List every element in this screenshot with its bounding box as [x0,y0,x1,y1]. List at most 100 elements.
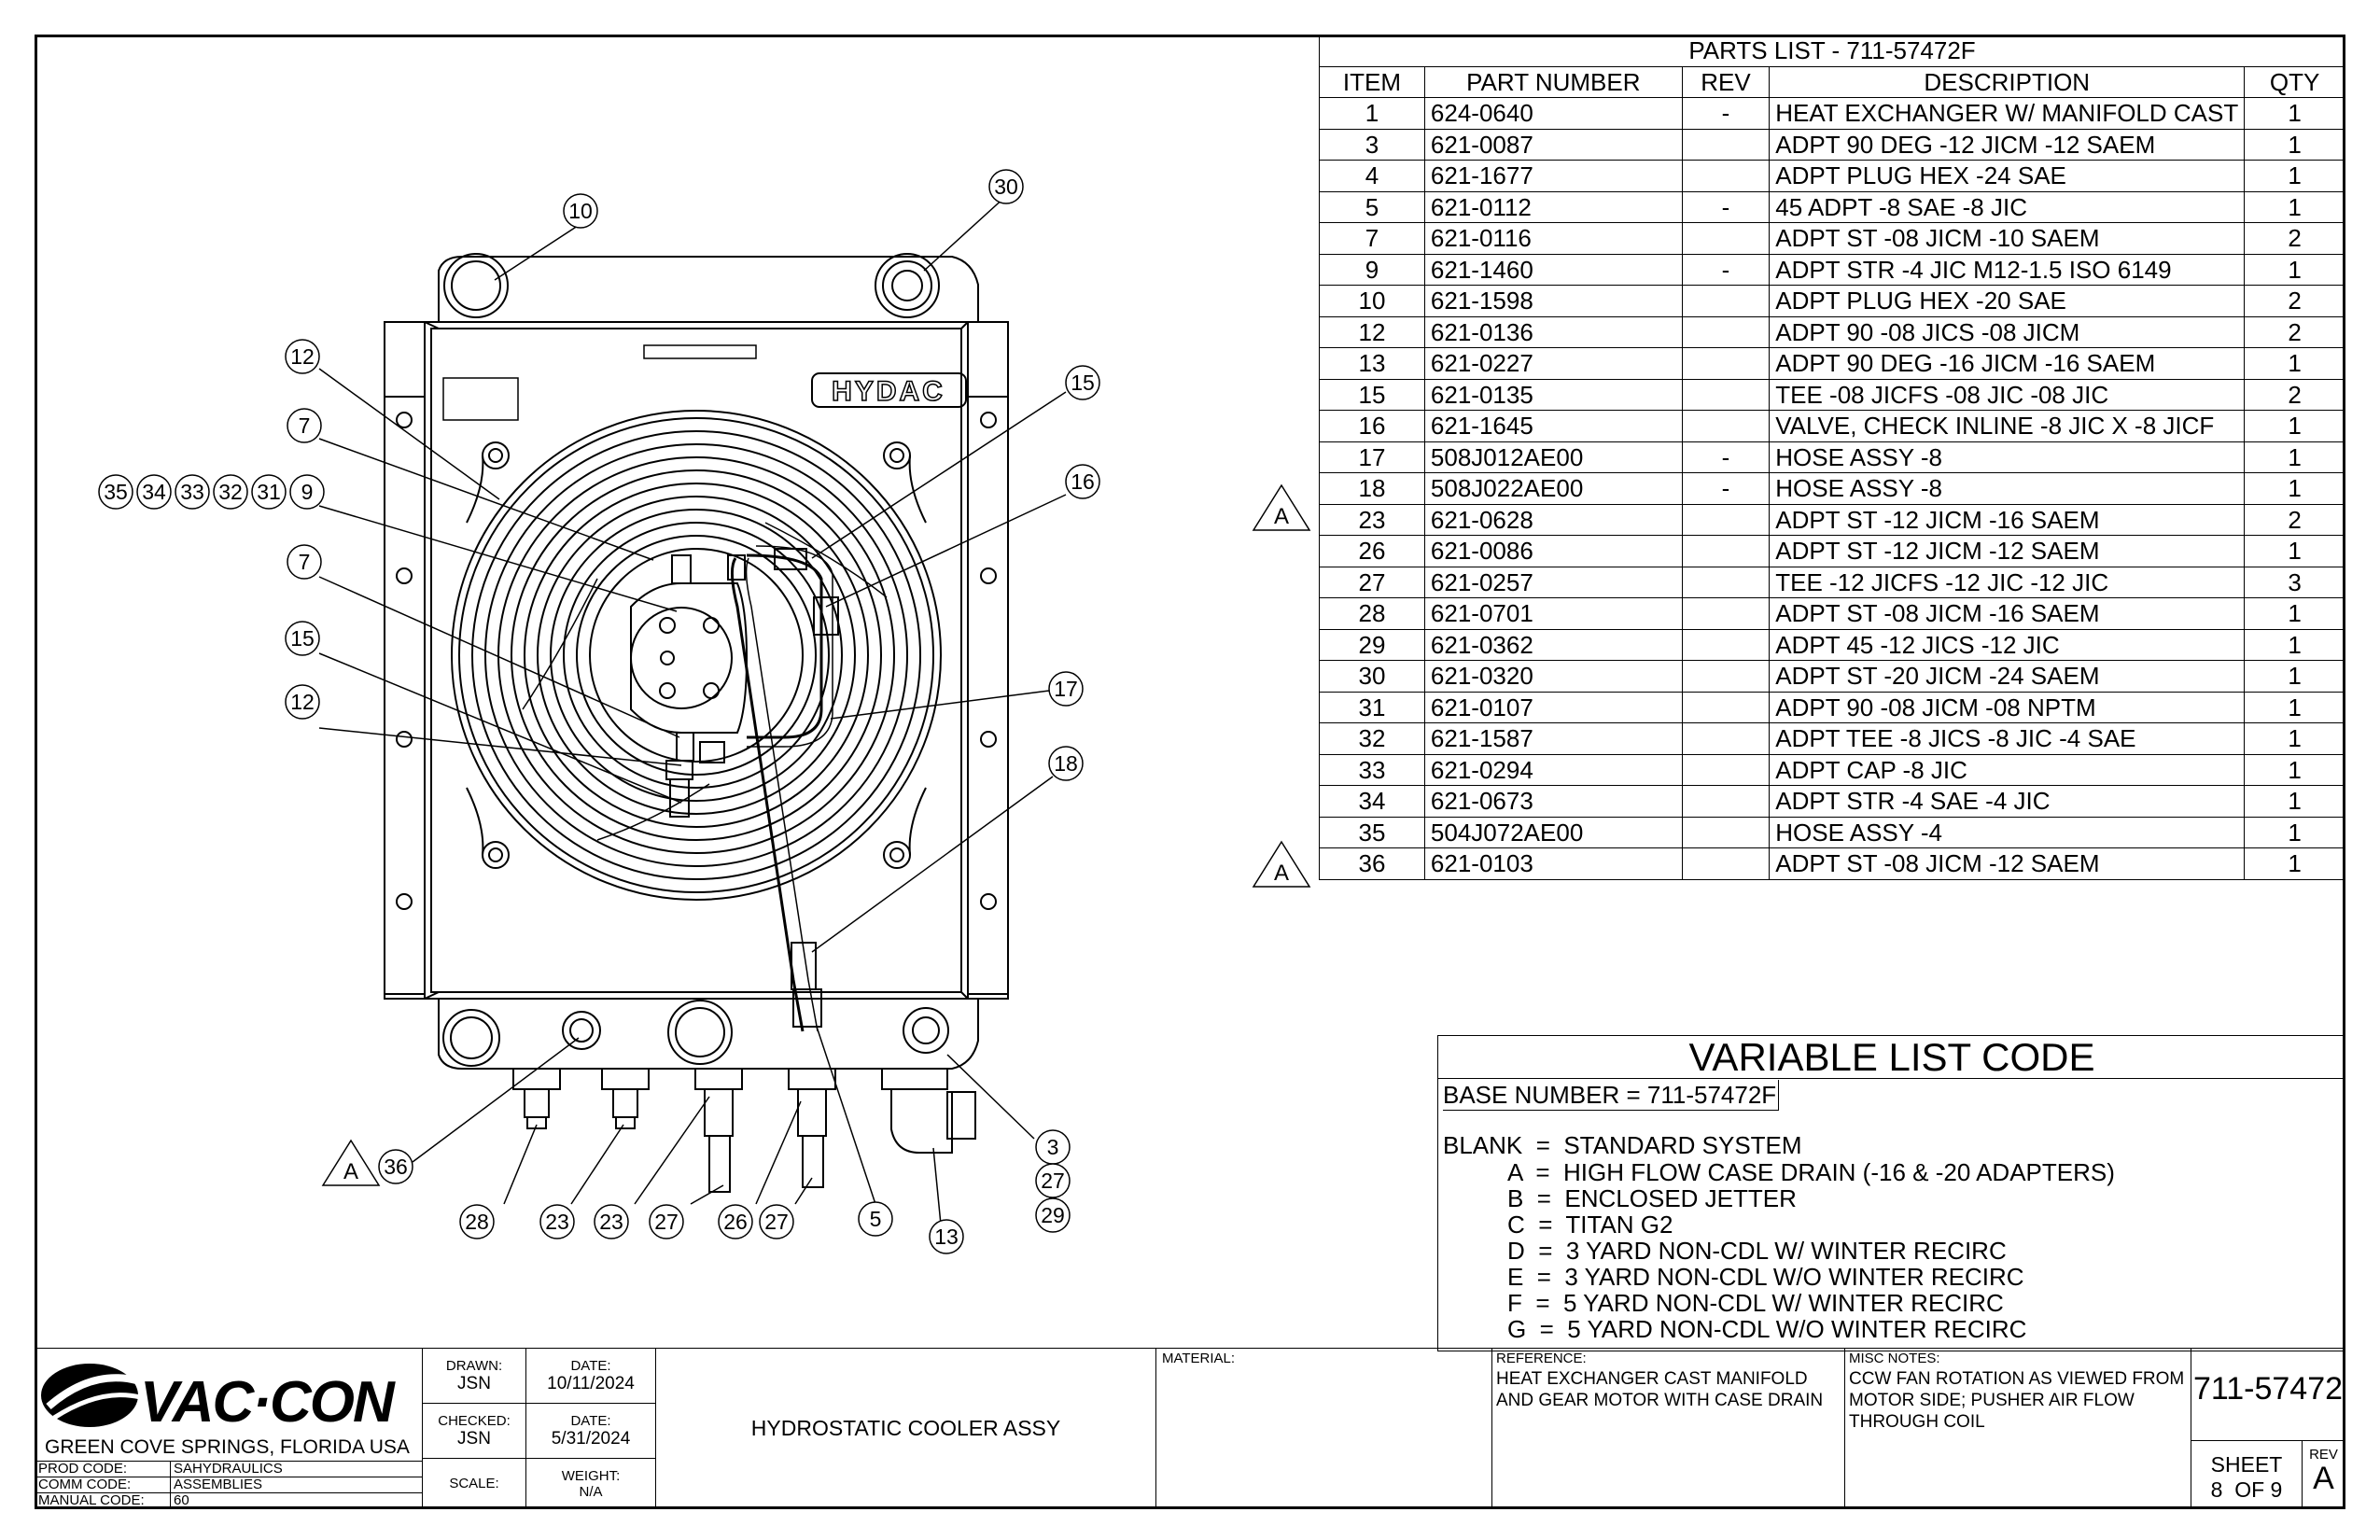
material-cell: MATERIAL: [1155,1348,1492,1509]
svg-text:28: 28 [465,1210,489,1234]
part-qty-cell: 2 [2244,315,2345,348]
part-qty-cell: 1 [2244,253,2345,286]
balloon-27-b: 27 [759,1204,794,1239]
prod-code-label: PROD CODE: [35,1461,171,1477]
svg-text:33: 33 [180,480,204,504]
svg-text:A: A [1274,504,1289,529]
part-rev-cell [1681,222,1771,255]
part-qty-cell: 1 [2244,347,2345,380]
part-item-cell: 16 [1319,410,1425,442]
part-description-cell: ADPT PLUG HEX -20 SAE [1769,285,2246,317]
part-rev-cell [1681,566,1771,598]
sheet-label: SHEET [2210,1452,2283,1477]
part-qty-cell: 1 [2244,753,2345,786]
scale-cell: SCALE: [422,1458,526,1509]
part-rev-cell [1681,753,1771,786]
part-rev-cell [1681,315,1771,348]
balloon-36: 36 [378,1149,413,1184]
part-qty-cell: 2 [2244,503,2345,536]
part-number-cell: 504J072AE00 [1423,816,1683,848]
rev-cell: REV A [2302,1440,2345,1509]
part-description-cell: ADPT PLUG HEX -24 SAE [1769,160,2246,192]
balloon-23-b: 23 [594,1204,629,1239]
part-description-cell: TEE -12 JICFS -12 JIC -12 JIC [1769,566,2246,598]
drawn-date-label: DATE: [570,1358,611,1374]
col-header-qty: QTY [2244,65,2345,98]
svg-text:10: 10 [568,199,593,223]
part-description-cell: ADPT ST -20 JICM -24 SAEM [1769,660,2246,693]
svg-text:9: 9 [301,480,314,504]
comm-code-value: ASSEMBLIES [170,1477,423,1493]
misc-notes-cell: MISC NOTES: CCW FAN ROTATION AS VIEWED F… [1844,1348,2191,1509]
balloon-15-left: 15 [285,621,320,656]
svg-text:27: 27 [1041,1169,1065,1193]
variable-option-d: D = 3 YARD NON-CDL W/ WINTER RECIRC [1507,1237,2007,1265]
revision-triangle-row-18: A [1252,483,1311,531]
svg-text:12: 12 [290,690,315,714]
part-item-cell: 31 [1319,691,1425,723]
balloon-12-upper: 12 [285,339,320,374]
variable-option-b: B = ENCLOSED JETTER [1507,1184,1797,1212]
part-rev-cell [1681,660,1771,693]
part-description-cell: ADPT 90 -08 JICS -08 JICM [1769,315,2246,348]
misc-notes-label: MISC NOTES: [1849,1351,1940,1366]
checked-value: JSN [457,1429,491,1449]
variable-list-title: VARIABLE LIST CODE [1438,1036,2345,1079]
reference-label: REFERENCE: [1496,1351,1587,1366]
part-item-cell: 7 [1319,222,1425,255]
drawn-date-value: 10/11/2024 [547,1374,635,1393]
drawing-number-cell: 711-57472 [2191,1348,2345,1441]
balloon-26: 26 [718,1204,753,1239]
drawing-title: HYDROSTATIC COOLER ASSY [750,1416,1061,1440]
part-number-cell: 621-0112 [1423,190,1683,223]
balloon-15-right: 15 [1065,365,1100,400]
variable-option-g: G = 5 YARD NON-CDL W/O WINTER RECIRC [1507,1315,2027,1343]
svg-text:18: 18 [1054,751,1078,776]
svg-text:23: 23 [599,1210,623,1234]
svg-text:36: 36 [384,1155,408,1179]
part-rev-cell [1681,503,1771,536]
part-rev-cell [1681,535,1771,567]
part-item-cell: 15 [1319,378,1425,411]
svg-text:34: 34 [142,480,166,504]
svg-text:31: 31 [257,480,281,504]
part-description-cell: VALVE, CHECK INLINE -8 JIC X -8 JICF [1769,410,2246,442]
rev-label: REV [2309,1447,2338,1463]
part-item-cell: 1 [1319,97,1425,130]
weight-value: N/A [579,1484,603,1500]
part-number-cell: 621-1677 [1423,160,1683,192]
part-rev-cell: - [1681,190,1771,223]
part-item-cell: 13 [1319,347,1425,380]
part-qty-cell: 3 [2244,566,2345,598]
part-item-cell: 26 [1319,535,1425,567]
company-logo-area: VAC·CON GREEN COVE SPRINGS, FLORIDA USA [35,1348,423,1462]
part-item-cell: 10 [1319,285,1425,317]
part-qty-cell: 1 [2244,597,2345,630]
balloon-33: 33 [175,474,210,510]
balloon-5: 5 [858,1201,893,1237]
part-rev-cell: - [1681,253,1771,286]
vaccon-logo-icon [41,1364,141,1427]
part-number-cell: 621-0628 [1423,503,1683,536]
svg-text:12: 12 [290,344,315,369]
svg-text:15: 15 [1071,371,1095,395]
reference-cell: REFERENCE: HEAT EXCHANGER CAST MANIFOLD … [1491,1348,1845,1509]
part-item-cell: 28 [1319,597,1425,630]
checked-cell: CHECKED: JSN [422,1403,526,1459]
svg-text:29: 29 [1041,1203,1065,1227]
part-qty-cell: 1 [2244,816,2345,848]
part-description-cell: TEE -08 JICFS -08 JIC -08 JIC [1769,378,2246,411]
part-qty-cell: 1 [2244,535,2345,567]
